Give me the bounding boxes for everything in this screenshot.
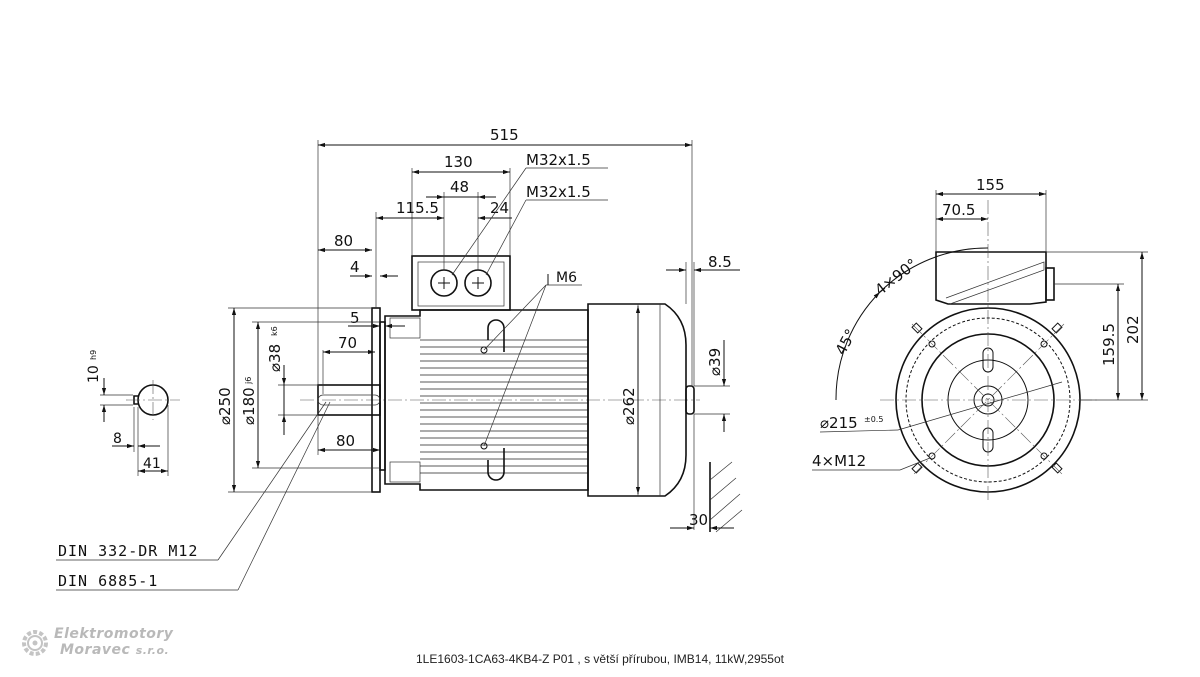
shaft-length-label: 80	[336, 432, 355, 450]
rear-boss-dia-label: ⌀39	[706, 348, 724, 376]
box-position-label: 115.5	[396, 199, 439, 217]
box-width-label: 155	[976, 176, 1005, 194]
spigot-dia-label: ⌀180	[240, 387, 258, 425]
spigot-tol-label: j6	[244, 377, 253, 385]
key-depth-label: 8	[113, 431, 122, 447]
flange-to-shaft-end-label: 80	[334, 232, 353, 250]
logo-line-1: Elektromotory	[54, 626, 174, 642]
shaft-section: 10 h9 8 41	[86, 350, 180, 476]
pcd-label: ⌀215	[820, 414, 858, 432]
flange-dia-label: ⌀250	[216, 387, 234, 425]
din6885-note: DIN 6885-1	[58, 572, 158, 590]
frame-dia-label: ⌀262	[620, 387, 638, 425]
shaft-tol-label: k6	[270, 326, 279, 336]
box-height-label: 202	[1124, 315, 1142, 344]
box-offset-label: 70.5	[942, 201, 975, 219]
gear-icon	[22, 630, 48, 656]
side-view: 515 130 48 115.5 24 M32x1.5 M32x1.5 M6	[56, 126, 743, 591]
din332-note: DIN 332-DR M12	[58, 542, 198, 560]
offset-angle-label: 45°	[832, 326, 860, 358]
gland-offset-label: 24	[490, 199, 509, 217]
gland-thread-2-label: M32x1.5	[526, 183, 591, 201]
fan-clearance-label: 30	[689, 511, 708, 529]
shaft-dia-label: ⌀38	[266, 344, 284, 372]
keyway-length-label: 70	[338, 334, 357, 352]
shaft-height-label: 41	[143, 456, 161, 472]
company-logo: Elektromotory Moravec s.r.o.	[18, 624, 208, 662]
holes-label: 4×M12	[812, 452, 866, 470]
cooling-fins	[420, 339, 588, 474]
terminal-box-width-label: 130	[444, 153, 473, 171]
key-width-tol: h9	[89, 350, 98, 360]
earth-thread-label: M6	[556, 270, 577, 286]
key-width-label: 10	[86, 365, 102, 383]
flange-thickness-label: 4	[350, 258, 360, 276]
front-view: 155 70.5 202 159.5 45° 4×90° ⌀215 ±0.5 4…	[812, 176, 1148, 500]
overall-length-label: 515	[490, 126, 519, 144]
box-center-height-label: 159.5	[1100, 323, 1118, 366]
gland-spacing-label: 48	[450, 178, 469, 196]
drawing-caption: 1LE1603-1CA63-4KB4-Z P01 , s větší příru…	[416, 652, 784, 666]
logo-line-2: Moravec s.r.o.	[60, 642, 170, 658]
spigot-depth-label: 5	[350, 309, 360, 327]
terminal-box-side	[411, 255, 511, 311]
rear-protrusion-label: 8.5	[708, 253, 732, 271]
pcd-tol-label: ±0.5	[864, 415, 883, 424]
hole-angle-label: 4×90°	[871, 255, 920, 299]
gland-thread-1-label: M32x1.5	[526, 151, 591, 169]
